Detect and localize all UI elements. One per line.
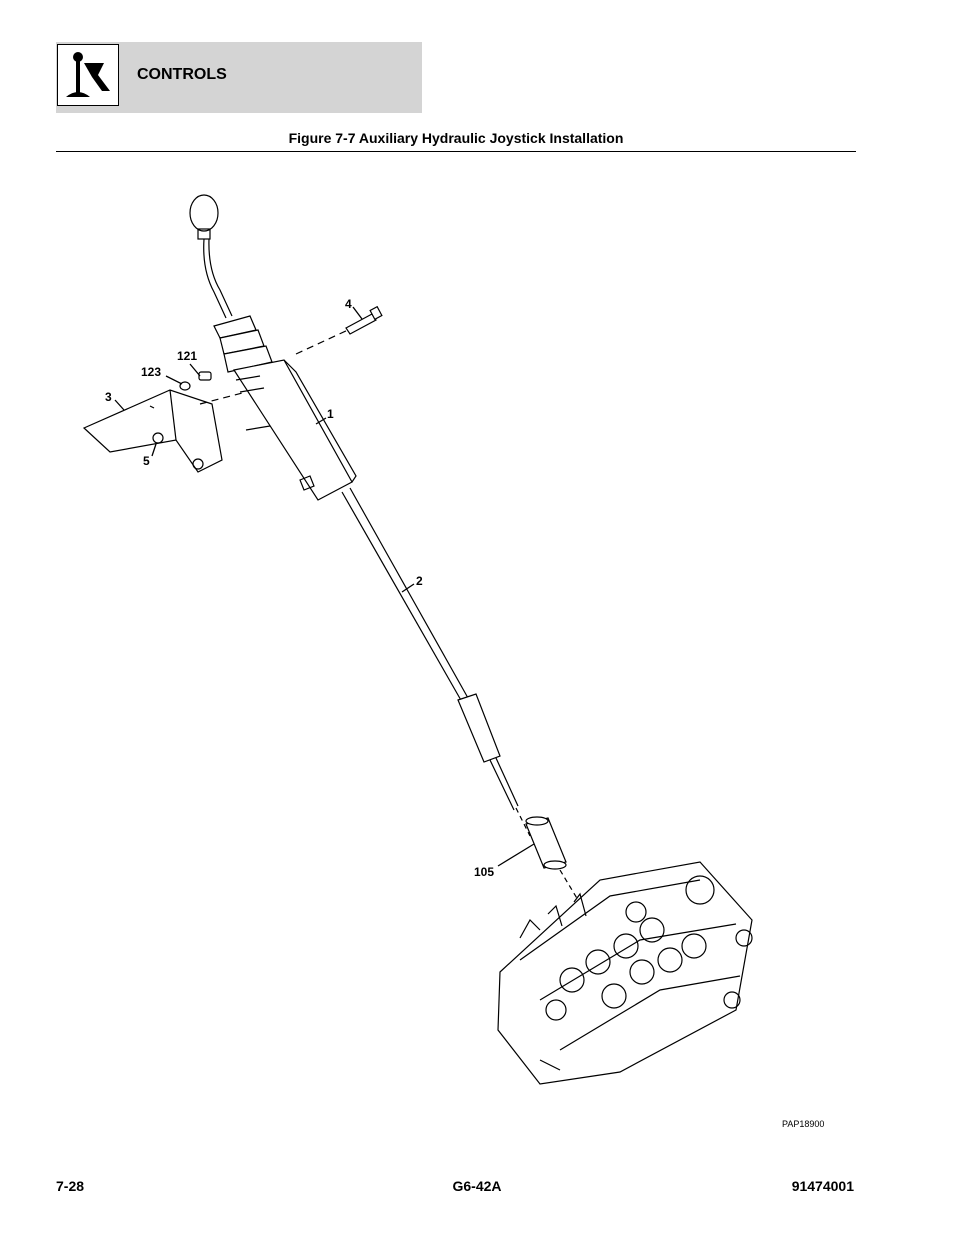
page-number: 7-28 (56, 1178, 85, 1194)
callout-4: 4 (345, 297, 352, 311)
callout-3: 3 (105, 390, 112, 404)
callout-105: 105 (474, 865, 494, 879)
callout-2: 2 (416, 574, 423, 588)
header-rule (56, 151, 856, 152)
model-number: G6-42A (452, 1178, 502, 1194)
callout-123: 123 (141, 365, 161, 379)
joystick-installation-diagram: 4 121 123 3 1 5 2 105 (82, 194, 753, 1085)
document-number: 91474001 (791, 1178, 854, 1194)
callout-5: 5 (143, 454, 150, 468)
figure-title: Figure 7-7 Auxiliary Hydraulic Joystick … (288, 130, 624, 146)
joystick-controls-icon (57, 44, 119, 106)
callout-1: 1 (327, 407, 334, 421)
section-title: CONTROLS (137, 66, 227, 83)
callout-121: 121 (177, 349, 197, 363)
figure-code: PAP18900 (782, 1119, 825, 1129)
